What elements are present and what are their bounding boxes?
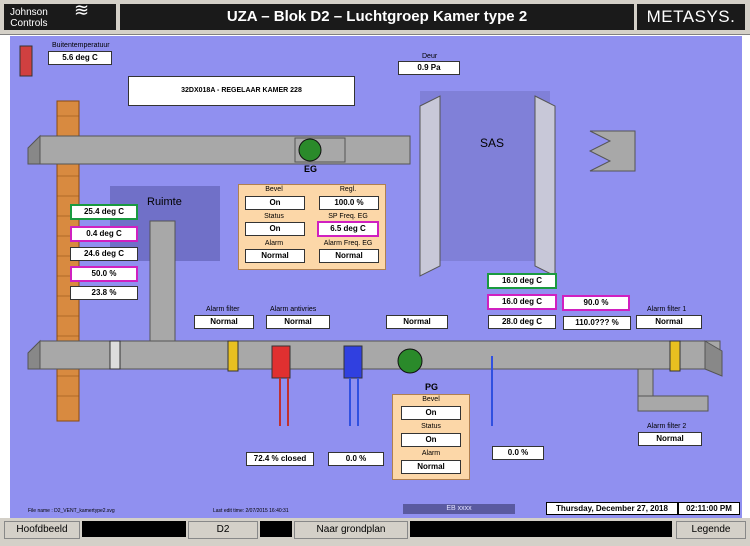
heat-valve-value[interactable]: 72.4 % closed: [246, 452, 314, 466]
file-name: File name : D2_VENT_kamertype2.svg: [28, 508, 115, 514]
door-label: Deur: [422, 53, 438, 60]
left-value-4[interactable]: 50.0 %: [70, 266, 138, 282]
alarm-filter1-value[interactable]: Normal: [636, 315, 702, 329]
filter-icon: [227, 340, 239, 372]
eg-sp-label: SP Freq. EG: [328, 213, 368, 220]
eg-label: EG: [304, 164, 318, 174]
eg-bevel-label: Bevel: [265, 186, 283, 193]
outside-temp-label: Buitentemperatuur: [52, 42, 110, 49]
supply-duct: [39, 340, 721, 370]
nav-grondplan[interactable]: Naar grondplan: [294, 521, 408, 539]
hvac-diagram: [19, 45, 723, 426]
door-pressure-value[interactable]: 0.9 Pa: [398, 61, 460, 75]
pg-bevel-value[interactable]: On: [401, 406, 461, 420]
sas-door-right: [534, 95, 556, 277]
eg-sp-value[interactable]: 6.5 deg C: [317, 221, 379, 237]
logo-line1: Johnson: [10, 7, 48, 18]
alarm-antivries-value[interactable]: Normal: [266, 315, 330, 329]
exhaust-outlet: [588, 130, 636, 172]
sas-door-left: [419, 95, 441, 277]
date-display: Thursday, December 27, 2018: [546, 502, 678, 515]
eg-alarm-freq-value[interactable]: Normal: [319, 249, 379, 263]
supply-humidity-1[interactable]: 90.0 %: [562, 295, 630, 311]
eg-panel: Bevel On Regl. 100.0 % Status On SP Freq…: [238, 184, 386, 270]
alarm-filter-value[interactable]: Normal: [194, 315, 254, 329]
pg-panel: Bevel On Status On Alarm Normal: [392, 394, 470, 480]
supply-humidity-2[interactable]: 110.0??? %: [563, 316, 631, 330]
alarm-filter1-label: Alarm filter 1: [647, 306, 687, 313]
nav-slot-2: [260, 521, 292, 537]
eg-regl-value[interactable]: 100.0 %: [319, 196, 379, 210]
pg-bevel-label: Bevel: [422, 396, 440, 403]
room-label: Ruimte: [147, 196, 182, 208]
alarm-filter-label: Alarm filter: [206, 306, 240, 313]
left-value-2[interactable]: 0.4 deg C: [70, 226, 138, 242]
eg-bevel-value[interactable]: On: [245, 196, 305, 210]
pg-fan-icon: [397, 348, 423, 374]
last-edit-time: Last edit time: 2/07/2015 16:40:31: [213, 508, 289, 514]
eg-regl-label: Regl.: [339, 186, 357, 193]
riser-duct: [149, 220, 176, 352]
nav-hoofdbeeld[interactable]: Hoofdbeeld: [4, 521, 80, 539]
time-display: 02:11:00 PM: [678, 502, 740, 515]
controller-description: 32DX018A - REGELAAR KAMER 228: [128, 76, 355, 106]
humid-valve-value[interactable]: 0.0 %: [492, 446, 544, 460]
logo-wave-icon: ≋: [74, 0, 90, 20]
eg-alarm-freq-label: Alarm Freq. EG: [323, 240, 373, 247]
pg-status-value[interactable]: On: [401, 433, 461, 447]
eg-alarm-label: Alarm: [264, 240, 284, 247]
pg-alarm-label: Alarm: [421, 450, 441, 457]
cool-valve-value[interactable]: 0.0 %: [328, 452, 384, 466]
supply-temp-3[interactable]: 28.0 deg C: [488, 315, 556, 329]
nav-d2[interactable]: D2: [188, 521, 258, 539]
left-value-3[interactable]: 24.6 deg C: [70, 247, 138, 261]
alarm-filter2-label: Alarm filter 2: [647, 423, 687, 430]
mid-normal-value[interactable]: Normal: [386, 315, 448, 329]
logo-line2: Controls: [10, 18, 48, 29]
alarm-antivries-label: Alarm antivries: [270, 306, 317, 313]
nav-slot-1: [82, 521, 186, 537]
heating-coil-icon: [271, 345, 291, 379]
supply-temp-2[interactable]: 16.0 deg C: [487, 294, 557, 310]
eg-status-label: Status: [264, 213, 284, 220]
cooling-coil-icon: [343, 345, 363, 379]
outside-temp-value[interactable]: 5.6 deg C: [48, 51, 112, 65]
page-title: UZA – Blok D2 – Luchtgroep Kamer type 2: [120, 4, 634, 30]
thermometer-icon: [19, 45, 33, 77]
graphic-canvas: Buitentemperatuur 5.6 deg C 32DX018A - R…: [10, 36, 742, 518]
eg-alarm-value[interactable]: Normal: [245, 249, 305, 263]
eb-label: EB xxxx: [403, 504, 515, 514]
pg-alarm-value[interactable]: Normal: [401, 460, 461, 474]
eg-fan-icon: [298, 138, 322, 162]
sas-label: SAS: [480, 136, 505, 150]
metasys-logo: METASYS.: [637, 4, 745, 30]
damper-icon: [109, 340, 121, 370]
nav-slot-3: [410, 521, 672, 537]
sas-area: [420, 91, 550, 261]
left-value-1[interactable]: 25.4 deg C: [70, 204, 138, 220]
pg-status-label: Status: [421, 423, 441, 430]
supply-temp-1[interactable]: 16.0 deg C: [487, 273, 557, 289]
alarm-filter2-value[interactable]: Normal: [638, 432, 702, 446]
pg-label: PG: [425, 382, 439, 392]
eg-status-value[interactable]: On: [245, 222, 305, 236]
filter1-icon: [669, 340, 681, 372]
exhaust-duct: [39, 135, 411, 165]
nav-legende[interactable]: Legende: [676, 521, 746, 539]
left-value-5[interactable]: 23.8 %: [70, 286, 138, 300]
